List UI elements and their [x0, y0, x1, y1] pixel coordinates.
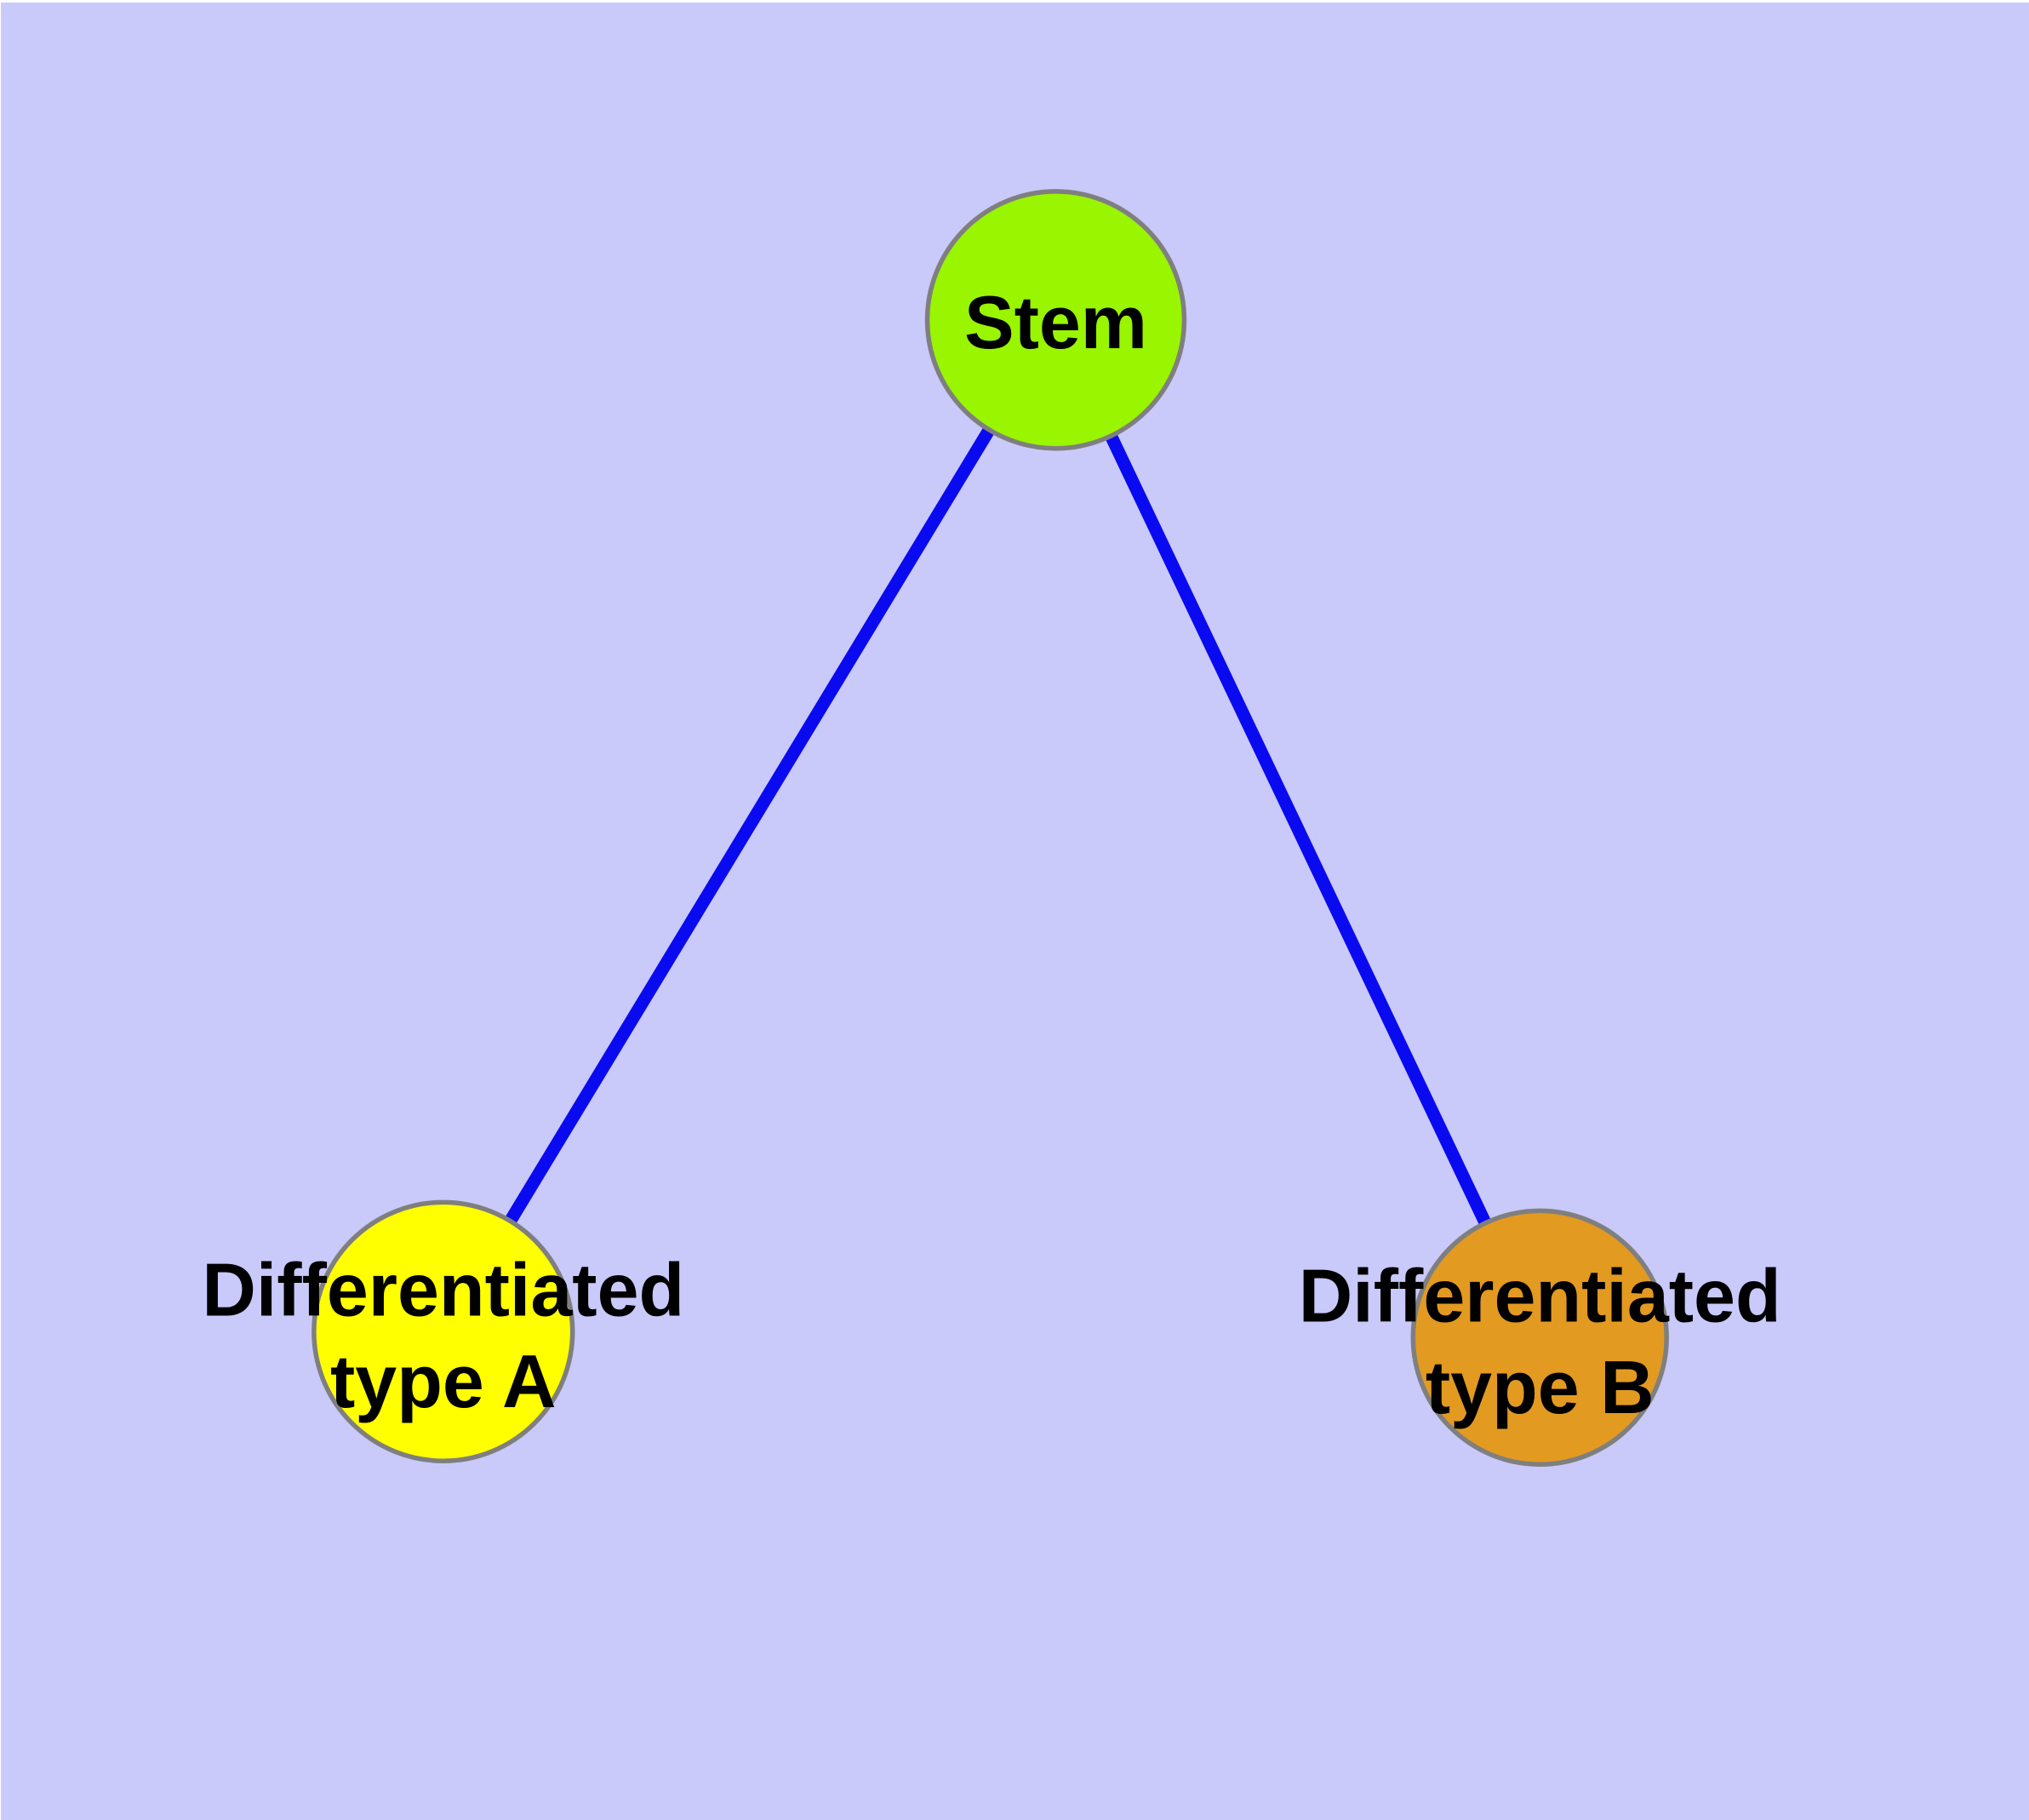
node-stem[interactable]: Stem: [924, 189, 1187, 451]
node-circle-diff-a[interactable]: [311, 1199, 575, 1463]
edge-stem-diff-b[interactable]: [1049, 317, 1546, 1341]
edges-layer: [437, 316, 1546, 1341]
edge-stem-diff-a[interactable]: [437, 316, 1061, 1336]
node-circle-stem[interactable]: [924, 189, 1187, 451]
node-circle-diff-b[interactable]: [1410, 1208, 1669, 1467]
